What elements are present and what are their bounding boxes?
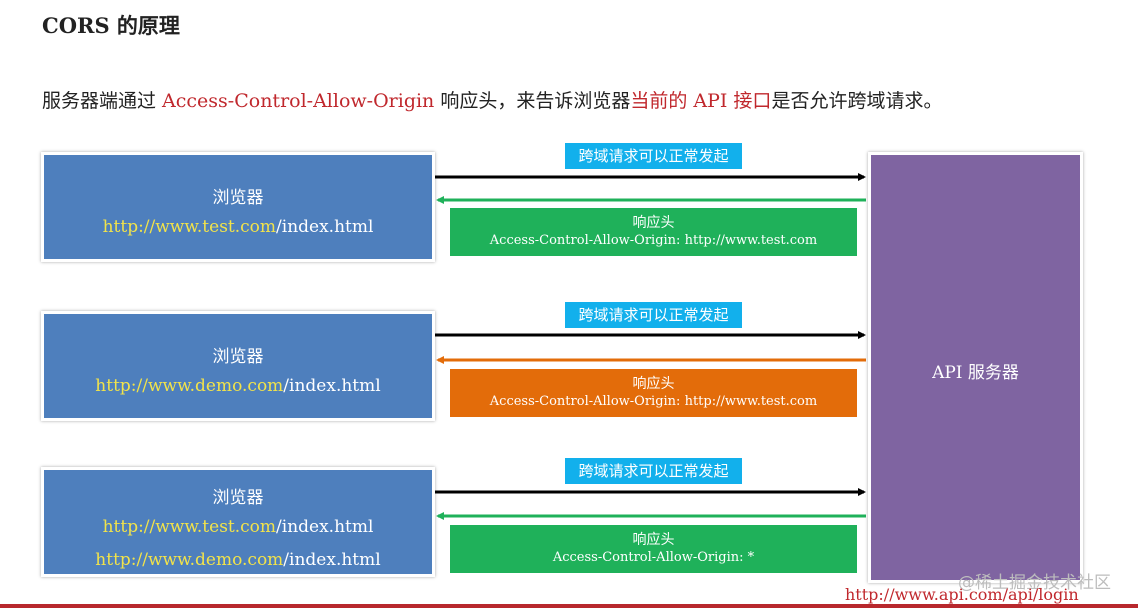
browser-label: 浏览器 [212, 488, 264, 508]
request-label-1: 跨域请求可以正常发起 [565, 143, 742, 169]
response-header-value: Access-Control-Allow-Origin: * [552, 550, 755, 565]
response-header-box-2: 响应头 Access-Control-Allow-Origin: http://… [450, 369, 857, 417]
browser-box-2: 浏览器 http://www.demo.com/index.html [41, 311, 435, 421]
browser-origin-url: http://www.demo.com/index.html [95, 550, 381, 570]
browser-label: 浏览器 [212, 347, 264, 367]
subtitle-part-5: 是否允许跨域请求。 [771, 90, 943, 112]
api-server-box: API 服务器 [868, 152, 1083, 583]
browser-origin-url: http://www.test.com/index.html [102, 217, 374, 237]
browser-origin-url: http://www.test.com/index.html [102, 517, 374, 537]
server-label: API 服务器 [932, 363, 1019, 383]
response-header-value: Access-Control-Allow-Origin: http://www.… [489, 233, 818, 248]
api-url: http://www.api.com/api/login [845, 585, 1079, 604]
response-title: 响应头 [632, 532, 675, 548]
browser-label: 浏览器 [212, 188, 264, 208]
subtitle-part-1: 服务器端通过 [42, 90, 163, 112]
subtitle-part-3: 响应头，来告诉浏览器 [434, 90, 631, 112]
browser-box-3: 浏览器 http://www.test.com/index.html http:… [41, 467, 435, 577]
response-title: 响应头 [632, 376, 675, 392]
request-label-2: 跨域请求可以正常发起 [565, 302, 742, 328]
request-label-3: 跨域请求可以正常发起 [565, 458, 742, 484]
subtitle-header-name: Access-Control-Allow-Origin [162, 90, 435, 112]
browser-box-1: 浏览器 http://www.test.com/index.html [41, 152, 435, 262]
subtitle: 服务器端通过 Access-Control-Allow-Origin 响应头，来… [42, 86, 942, 113]
response-header-box-3: 响应头 Access-Control-Allow-Origin: * [450, 525, 857, 573]
subtitle-api: 当前的 API 接口 [630, 90, 772, 112]
browser-origin-url: http://www.demo.com/index.html [95, 376, 381, 396]
response-header-value: Access-Control-Allow-Origin: http://www.… [489, 394, 818, 409]
response-title: 响应头 [632, 215, 675, 231]
response-header-box-1: 响应头 Access-Control-Allow-Origin: http://… [450, 208, 857, 256]
bottom-bar [0, 604, 1138, 608]
watermark: @稀土掘金技术社区 [958, 573, 1111, 593]
page-title: CORS 的原理 [42, 13, 180, 38]
